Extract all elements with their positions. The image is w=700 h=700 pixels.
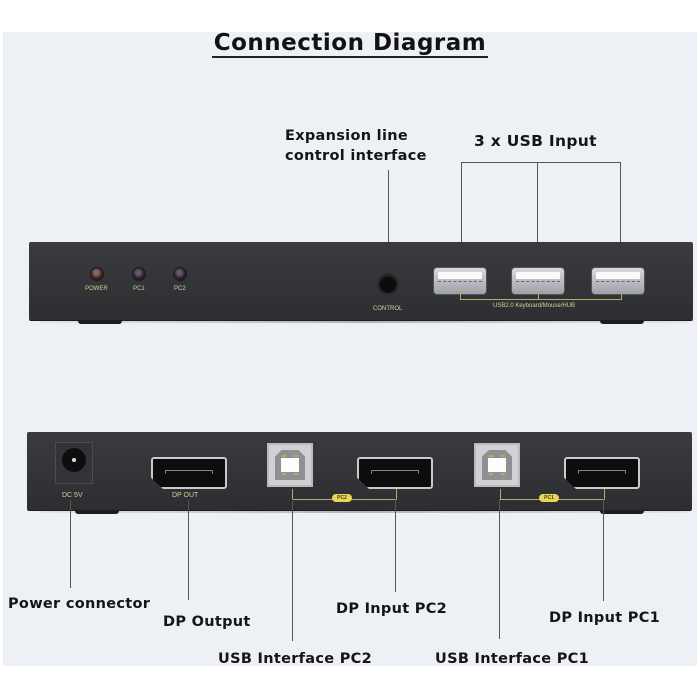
pc2-led-label: PC2 (174, 286, 186, 292)
dp-in-pc1-port-icon[interactable] (564, 457, 640, 489)
pc1-led-icon (133, 268, 145, 280)
usb-b-port-pc1-icon[interactable] (474, 443, 520, 487)
dp-out-label: DP OUT (172, 492, 199, 499)
dc-label: DC 5V (62, 492, 83, 499)
usb-a-port-3-icon[interactable] (592, 268, 644, 294)
leader-line-control (388, 170, 389, 280)
pc1-badge: PC1 (539, 494, 559, 502)
callout-expansion-line1: Expansion line (285, 128, 408, 144)
front-foot-right (600, 320, 644, 324)
callout-expansion-line2: control interface (285, 148, 427, 164)
pc2-badge: PC2 (332, 494, 352, 502)
front-foot-left (78, 320, 122, 324)
power-led-label: POWER (85, 286, 108, 292)
dp-out-port-icon[interactable] (151, 457, 227, 489)
callout-usb-interface-pc1: USB Interface PC1 (435, 651, 589, 667)
callout-dp-input-pc2: DP Input PC2 (336, 601, 448, 617)
usb-a-port-1-icon[interactable] (434, 268, 486, 294)
rear-foot-right (600, 510, 644, 514)
diagram-title-wrap: Connection Diagram (0, 30, 700, 58)
dp-in-pc2-port-icon[interactable] (357, 457, 433, 489)
pc2-led-icon (174, 268, 186, 280)
diagram-background (3, 32, 697, 666)
leader-line-usb-pc1 (499, 499, 500, 639)
callout-usb-input: 3 x USB Input (474, 132, 597, 150)
leader-line-usb-1 (461, 162, 462, 272)
dc-power-port[interactable] (55, 442, 93, 484)
power-led-icon (91, 268, 103, 280)
leader-line-usb-pc2 (292, 499, 293, 641)
usb-a-port-2-icon[interactable] (512, 268, 564, 294)
callout-power-connector: Power connector (8, 596, 151, 612)
rear-panel-shadow (40, 511, 690, 513)
diagram-title: Connection Diagram (211, 30, 489, 58)
control-jack-label: CONTROL (373, 306, 403, 312)
leader-line-usb-2 (537, 162, 538, 272)
leader-line-dp-in-pc2 (395, 499, 396, 592)
callout-dp-input-pc1: DP Input PC1 (549, 610, 661, 626)
leader-line-power (70, 500, 71, 588)
usb-group-bracket (460, 294, 622, 300)
usb-group-label: USB2.0 Keyboard/Mouse/HUB (493, 303, 576, 309)
control-jack-icon[interactable] (379, 275, 397, 293)
leader-line-usb-top (461, 162, 621, 163)
leader-line-dp-in-pc1 (603, 499, 604, 601)
leader-line-dp-out (188, 500, 189, 600)
front-panel-shadow (40, 321, 690, 323)
callout-dp-output: DP Output (163, 614, 251, 630)
kvm-front-panel (29, 242, 693, 320)
rear-foot-left (75, 510, 119, 514)
pc1-led-label: PC1 (133, 286, 145, 292)
dc-jack-icon (62, 448, 86, 472)
usb-group-bracket-mid (538, 294, 539, 299)
callout-usb-interface-pc2: USB Interface PC2 (218, 651, 372, 667)
leader-line-usb-3 (620, 162, 621, 272)
usb-b-port-pc2-icon[interactable] (267, 443, 313, 487)
